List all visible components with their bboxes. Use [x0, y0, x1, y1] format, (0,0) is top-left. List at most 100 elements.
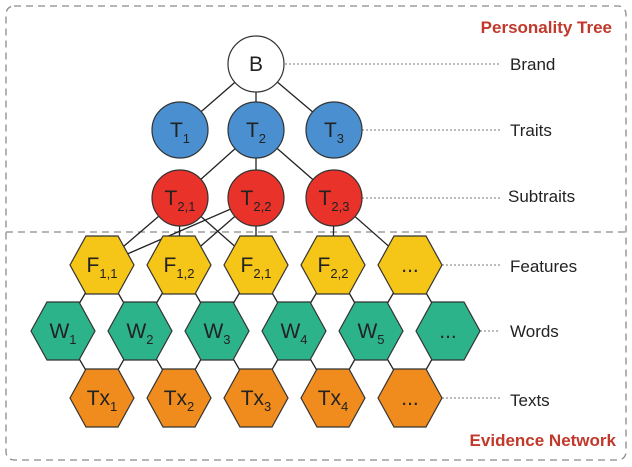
subtrait-node-3: T2,3 [305, 169, 363, 227]
text-node-5-main: ... [401, 387, 419, 410]
subtrait-node-2-label: T2,2 [241, 187, 272, 214]
feature-node-2-label: F1,2 [164, 254, 195, 281]
word-node-5-label: W5 [357, 320, 384, 347]
text-node-5: ... [377, 368, 443, 428]
subtrait-node-3-subscript: 2,3 [331, 199, 349, 214]
text-node-1-main: Tx [87, 387, 111, 410]
feature-node-1-label: F1,1 [87, 254, 118, 281]
level-label-subtraits: Subtraits [508, 187, 575, 206]
text-node-1-label: Tx1 [87, 387, 118, 414]
subtrait-node-2-subscript: 2,2 [253, 199, 271, 214]
feature-node-4-main: F [318, 254, 331, 277]
feature-node-1-subscript: 1,1 [99, 266, 117, 281]
word-node-5: W5 [338, 301, 404, 361]
subtrait-node-1-main: T [165, 187, 178, 210]
text-node-3-subscript: 3 [264, 399, 271, 414]
feature-node-4-label: F2,2 [318, 254, 349, 281]
feature-node-5-shape [377, 235, 443, 295]
trait-node-2: T2 [227, 101, 285, 159]
text-node-2-label: Tx2 [164, 387, 195, 414]
brand-node-shape [227, 35, 285, 93]
trait-node-1: T1 [151, 101, 209, 159]
word-node-5-main: W [357, 320, 377, 343]
word-node-1-subscript: 1 [69, 332, 76, 347]
trait-node-1-main: T [170, 119, 183, 142]
text-node-3-main: Tx [241, 387, 265, 410]
text-node-3-label: Tx3 [241, 387, 272, 414]
trait-node-2-subscript: 2 [259, 131, 266, 146]
brand-node: B [227, 35, 285, 93]
word-node-1: W1 [30, 301, 96, 361]
feature-node-2: F1,2 [146, 235, 212, 295]
text-node-4: Tx4 [300, 368, 366, 428]
word-node-6-shape [415, 301, 481, 361]
brand-node-main: B [249, 53, 263, 76]
subtrait-node-1: T2,1 [151, 169, 209, 227]
diagram-frame [5, 5, 627, 461]
evidence-network-title: Evidence Network [470, 431, 617, 450]
level-label-words: Words [510, 322, 559, 341]
level-label-brand: Brand [510, 55, 555, 74]
trait-node-3-subscript: 3 [337, 131, 344, 146]
subtrait-node-3-label: T2,3 [319, 187, 350, 214]
subtrait-node-2-shape [227, 169, 285, 227]
subtrait-node-1-subscript: 2,1 [177, 199, 195, 214]
subtrait-node-1-shape [151, 169, 209, 227]
trait-node-2-main: T [246, 119, 259, 142]
personality-tree-title: Personality Tree [481, 18, 612, 37]
word-node-2-main: W [126, 320, 146, 343]
text-node-4-subscript: 4 [341, 399, 348, 414]
word-node-2: W2 [107, 301, 173, 361]
word-node-4-subscript: 4 [300, 332, 307, 347]
word-node-2-shape [107, 301, 173, 361]
subtrait-node-2: T2,2 [227, 169, 285, 227]
feature-node-2-shape [146, 235, 212, 295]
feature-node-2-subscript: 1,2 [176, 266, 194, 281]
text-node-2-shape [146, 368, 212, 428]
feature-node-4-shape [300, 235, 366, 295]
text-node-2-subscript: 2 [187, 399, 194, 414]
text-node-4-main: Tx [318, 387, 342, 410]
trait-node-1-shape [151, 101, 209, 159]
word-node-6-main: ... [439, 320, 457, 343]
trait-node-1-subscript: 1 [183, 131, 190, 146]
word-node-4-shape [261, 301, 327, 361]
feature-node-3-main: F [241, 254, 254, 277]
level-label-features: Features [510, 257, 577, 276]
trait-node-3-main: T [324, 119, 337, 142]
subtrait-node-3-shape [305, 169, 363, 227]
word-node-3-subscript: 3 [223, 332, 230, 347]
word-node-4-main: W [280, 320, 300, 343]
word-node-5-subscript: 5 [377, 332, 384, 347]
subtrait-node-1-label: T2,1 [165, 187, 196, 214]
feature-node-3-shape [223, 235, 289, 295]
feature-node-4: F2,2 [300, 235, 366, 295]
feature-node-4-subscript: 2,2 [330, 266, 348, 281]
word-node-6-label: ... [439, 320, 457, 343]
word-node-1-shape [30, 301, 96, 361]
word-node-5-shape [338, 301, 404, 361]
text-node-5-shape [377, 368, 443, 428]
text-node-3-shape [223, 368, 289, 428]
feature-node-3-label: F2,1 [241, 254, 272, 281]
trait-node-3: T3 [305, 101, 363, 159]
text-node-4-label: Tx4 [318, 387, 349, 414]
text-node-1: Tx1 [69, 368, 135, 428]
word-node-3-shape [184, 301, 250, 361]
feature-node-3-subscript: 2,1 [253, 266, 271, 281]
word-node-3-main: W [203, 320, 223, 343]
text-node-1-shape [69, 368, 135, 428]
feature-node-5: ... [377, 235, 443, 295]
word-node-2-subscript: 2 [146, 332, 153, 347]
text-node-4-shape [300, 368, 366, 428]
feature-node-2-main: F [164, 254, 177, 277]
trait-node-2-label: T2 [246, 119, 266, 146]
trait-node-3-shape [305, 101, 363, 159]
trait-node-3-label: T3 [324, 119, 344, 146]
trait-node-2-shape [227, 101, 285, 159]
brand-node-label: B [249, 53, 263, 76]
leader-lines [285, 63, 500, 399]
text-node-5-label: ... [401, 387, 419, 410]
